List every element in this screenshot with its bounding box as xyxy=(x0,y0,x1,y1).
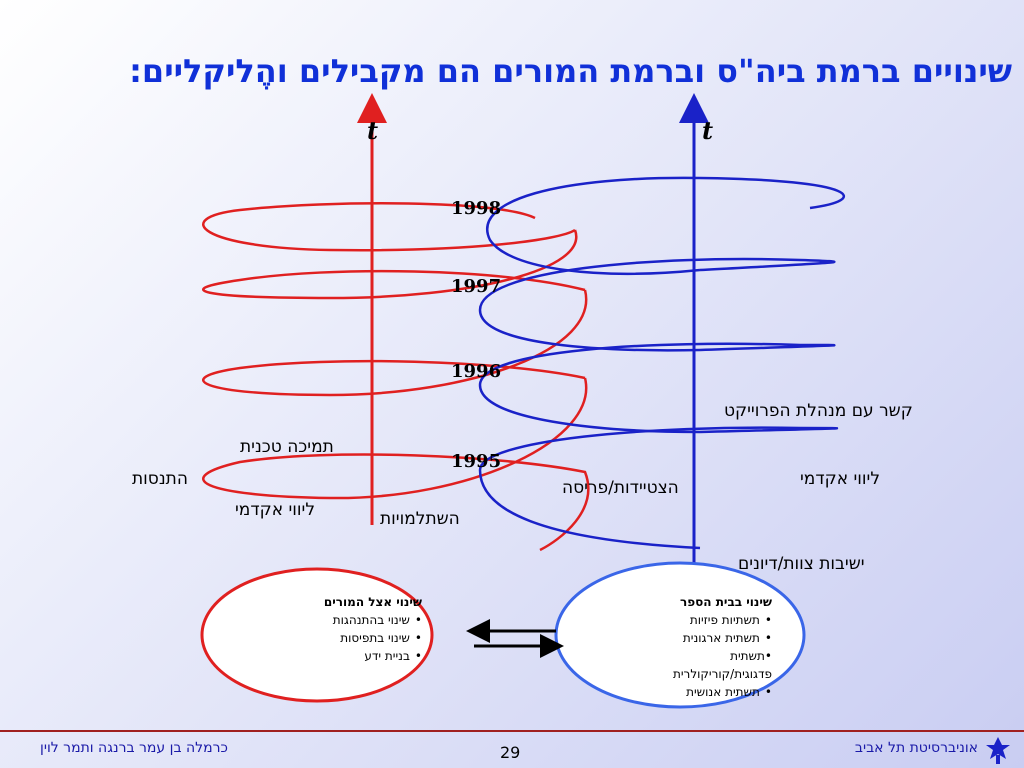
teachers-change-box: שינוי אצל המורים שינוי בהתנהגות שינוי בת… xyxy=(252,593,422,665)
year-label: 1997 xyxy=(451,276,502,297)
slide-title: שינויים ברמת ביה"ס וברמת המורים הם מקביל… xyxy=(129,52,1012,90)
school-change-box: שינוי בבית הספר תשתיות פיזיות תשתית ארגו… xyxy=(572,593,772,701)
school-box-item: תשתית ארגונית xyxy=(572,629,772,647)
school-helix-loop-1995 xyxy=(478,426,839,550)
teachers-helix-loop-1998 xyxy=(202,202,576,252)
footer-authors: כרמלה בן עמר ברנגה ותמר לוין xyxy=(40,740,228,756)
project-management-contact-label: קשר עם מנהלת הפרוייקט xyxy=(724,401,913,421)
school-box-item-continuation: פדגוגית/קוריקולרית xyxy=(672,667,772,681)
teachers-box-item: שינוי בתפיסות xyxy=(252,629,422,647)
teachers-helix-loop-1996 xyxy=(202,289,588,397)
equipping-label: הצטיידות/פריסה xyxy=(562,478,679,498)
teachers-box-heading: שינוי אצל המורים xyxy=(323,595,422,609)
year-label: 1998 xyxy=(451,198,502,219)
school-box-heading: שינוי בבית הספר xyxy=(680,595,772,609)
footer-university: אוניברסיטת תל אביב xyxy=(854,740,978,756)
technical-support-label: תמיכה טכנית xyxy=(240,437,334,457)
teachers-helix xyxy=(202,202,590,552)
team-meetings-label: ישיבות צוות/דיונים xyxy=(738,554,865,574)
teachers-box-item: שינוי בהתנהגות xyxy=(252,611,422,629)
page-number: 29 xyxy=(500,743,521,762)
bidirectional-arrows xyxy=(466,619,564,658)
school-box-item: תשתית xyxy=(572,647,772,665)
academic-support-right-label: ליווי אקדמי xyxy=(800,469,880,489)
experimentation-label: התנסות xyxy=(132,469,188,489)
school-helix xyxy=(478,176,845,550)
academic-support-left-label: ליווי אקדמי xyxy=(235,500,315,520)
professional-development-label: השתלמויות xyxy=(380,509,460,529)
school-box-item: תשתיות פיזיות xyxy=(572,611,772,629)
university-logo-icon xyxy=(986,737,1010,764)
teachers-helix-loop-1997 xyxy=(202,229,586,300)
school-axis-label: t xyxy=(702,116,714,145)
school-helix-loop-1996 xyxy=(478,342,836,434)
slide-footer: כרמלה בן עמר ברנגה ותמר לוין 29 אוניברסי… xyxy=(0,730,1024,768)
teachers-axis-label: t xyxy=(367,116,379,145)
school-helix-loop-1998 xyxy=(486,176,845,275)
year-label: 1995 xyxy=(451,451,502,472)
teachers-box-item: בניית ידע xyxy=(252,647,422,665)
year-label: 1996 xyxy=(451,361,502,382)
school-helix-loop-1997 xyxy=(478,257,836,352)
teachers-helix-loop-1995 xyxy=(202,377,590,552)
school-box-item: תשתית אנושית xyxy=(572,683,772,701)
